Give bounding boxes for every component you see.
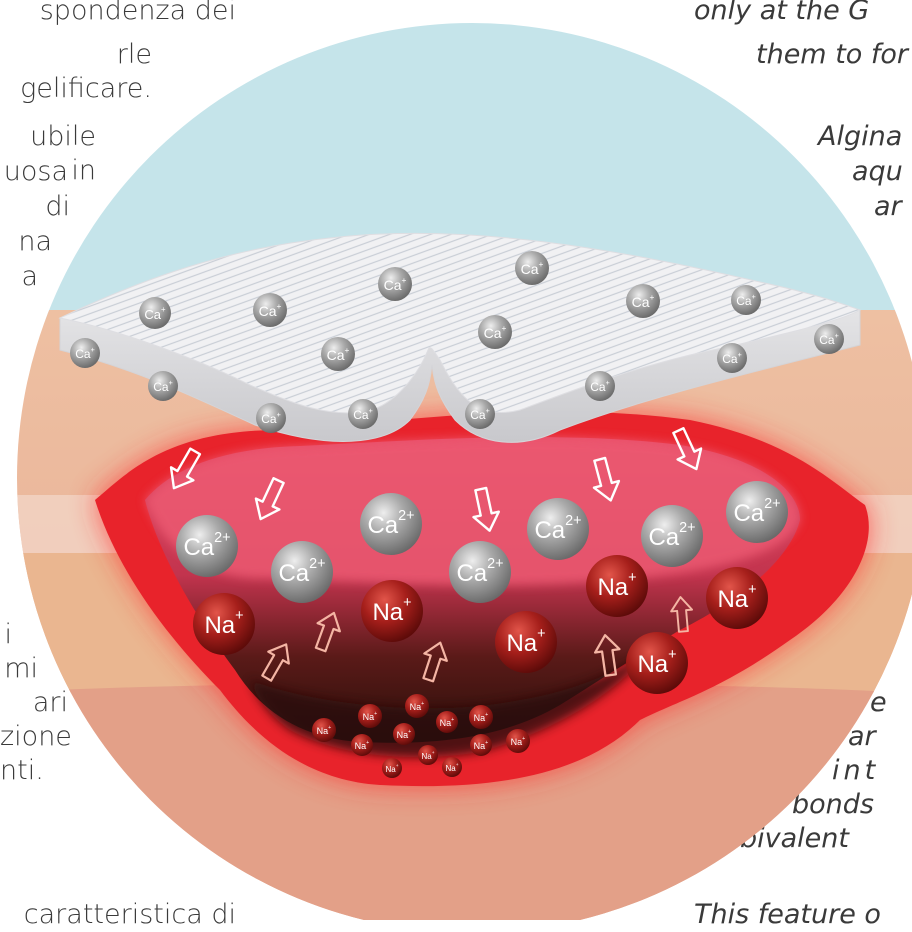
sodium-ion-small: Na+ [506, 729, 530, 753]
sodium-ion-small: Na+ [418, 745, 438, 765]
sodium-ion-small: Na+ [382, 758, 402, 778]
calcium-ion-small: Ca+ [731, 285, 761, 315]
sodium-ion-small: Na+ [469, 705, 493, 729]
sodium-ion-small: Na+ [436, 711, 458, 733]
calcium-ion-small: Ca+ [70, 338, 100, 368]
calcium-ion-small: Ca+ [348, 399, 378, 429]
calcium-ion: Ca2+ [176, 515, 238, 577]
calcium-ion-small: Ca+ [321, 337, 355, 371]
calcium-ion-small: Ca+ [139, 297, 171, 329]
calcium-ion: Ca2+ [449, 541, 511, 603]
calcium-ion: Ca2+ [641, 505, 703, 567]
calcium-ion-small: Ca+ [515, 251, 549, 285]
sodium-ion-small: Na+ [405, 694, 429, 718]
calcium-ion-small: Ca+ [253, 293, 287, 327]
calcium-ion-small: Ca+ [585, 371, 615, 401]
sodium-ion-small: Na+ [442, 757, 462, 777]
sodium-ion: Na+ [626, 632, 688, 694]
calcium-ion: Ca2+ [726, 481, 788, 543]
sodium-ion-small: Na+ [358, 704, 382, 728]
sodium-ion: Na+ [361, 580, 423, 642]
calcium-ion: Ca2+ [271, 541, 333, 603]
calcium-ion-small: Ca+ [626, 284, 660, 318]
sodium-ion: Na+ [706, 567, 768, 629]
sodium-ion-small: Na+ [312, 718, 336, 742]
calcium-ion-small: Ca+ [814, 324, 844, 354]
calcium-ion-small: Ca+ [148, 371, 178, 401]
calcium-ion-small: Ca+ [465, 399, 495, 429]
sodium-ion: Na+ [586, 555, 648, 617]
calcium-ion: Ca2+ [360, 493, 422, 555]
sodium-ion-small: Na+ [351, 734, 373, 756]
calcium-ion-small: Ca+ [478, 315, 512, 349]
calcium-ion-small: Ca+ [256, 403, 286, 433]
sodium-ion: Na+ [495, 611, 557, 673]
calcium-ion-small: Ca+ [378, 267, 412, 301]
sodium-ion-small: Na+ [470, 734, 492, 756]
calcium-ion-small: Ca+ [717, 343, 747, 373]
sodium-ion: Na+ [193, 593, 255, 655]
sodium-ion-small: Na+ [393, 723, 415, 745]
calcium-ion: Ca2+ [527, 498, 589, 560]
